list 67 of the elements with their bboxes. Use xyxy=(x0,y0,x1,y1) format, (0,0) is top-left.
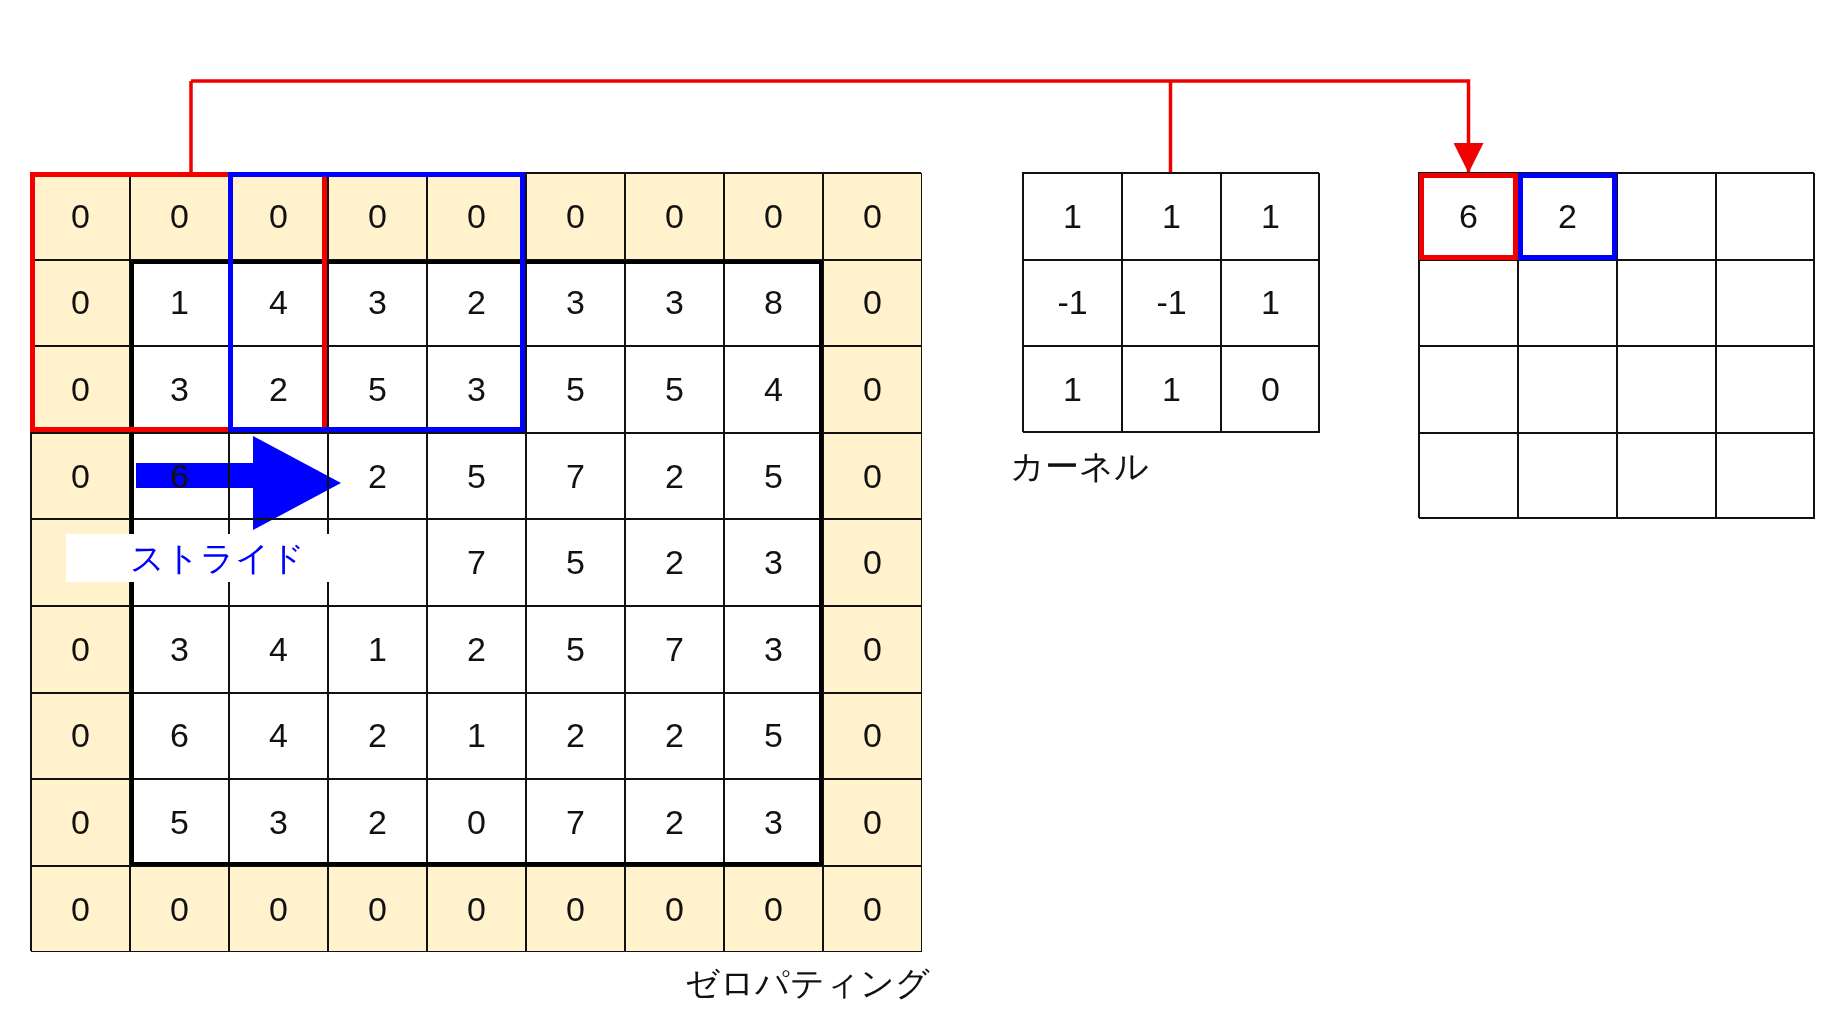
grid-cell: -1 xyxy=(1023,259,1122,347)
grid-cell: 1 xyxy=(328,606,427,693)
grid-cell: 0 xyxy=(823,432,922,520)
grid-cell: 0 xyxy=(823,173,922,260)
grid-cell: 0 xyxy=(1221,346,1320,433)
grid-cell: 1 xyxy=(1122,346,1221,433)
grid-cell: 5 xyxy=(328,346,427,433)
grid-cell: 2 xyxy=(328,692,427,780)
grid-cell: 0 xyxy=(31,346,130,433)
grid-cell: 5 xyxy=(526,346,625,433)
grid-cell: 4 xyxy=(229,692,328,780)
node-label: カーネル xyxy=(1010,445,1150,487)
grid-cell: 5 xyxy=(625,346,724,433)
grid-cell: 0 xyxy=(823,692,922,780)
grid-cell: 0 xyxy=(328,865,427,953)
grid-cell: 0 xyxy=(823,346,922,433)
grid-cell: 1 xyxy=(1221,259,1320,347)
grid-cell: 5 xyxy=(427,432,526,520)
grid-cell: 1 xyxy=(1023,346,1122,433)
grid-cell: -1 xyxy=(1122,259,1221,347)
grid-cell: 0 xyxy=(31,779,130,866)
output-cell: 6 xyxy=(1419,173,1518,260)
grid-cell: 0 xyxy=(526,173,625,260)
grid-cell: 2 xyxy=(328,432,427,520)
grid-cell: 1 xyxy=(1023,173,1122,260)
grid-cell: 0 xyxy=(229,865,328,953)
grid-cell: 0 xyxy=(130,865,229,953)
grid-cell: 0 xyxy=(427,173,526,260)
grid-cell: 0 xyxy=(823,779,922,866)
grid-cell: 7 xyxy=(526,432,625,520)
grid-cell: 0 xyxy=(31,865,130,953)
grid-cell: 2 xyxy=(625,519,724,606)
grid-cell: 2 xyxy=(526,692,625,780)
grid-cell: 0 xyxy=(823,519,922,606)
grid-cell: 2 xyxy=(229,346,328,433)
grid-cell: 0 xyxy=(625,173,724,260)
grid-cell: 0 xyxy=(31,692,130,780)
grid-cell: 2 xyxy=(427,606,526,693)
grid-cell: 2 xyxy=(625,432,724,520)
input-matrix xyxy=(30,172,921,952)
grid-cell: 0 xyxy=(724,865,823,953)
block-arrow xyxy=(136,436,341,530)
output-cell: 2 xyxy=(1518,173,1617,260)
grid-cell: 0 xyxy=(31,432,130,520)
connector-arrow xyxy=(189,79,1484,175)
stride-label: ストライド xyxy=(66,534,329,582)
grid-cell: 1 xyxy=(1122,173,1221,260)
grid-cell: 0 xyxy=(724,173,823,260)
grid-cell: 0 xyxy=(526,865,625,953)
node-label: ゼロパティング xyxy=(684,963,930,1005)
grid-cell: 0 xyxy=(823,259,922,347)
grid-cell: 5 xyxy=(526,519,625,606)
grid-cell: 0 xyxy=(823,865,922,953)
grid-cell: 0 xyxy=(427,865,526,953)
grid-cell: 1 xyxy=(1221,173,1320,260)
kernel-matrix xyxy=(1022,172,1319,432)
grid-cell: 3 xyxy=(427,346,526,433)
grid-cell: 2 xyxy=(625,692,724,780)
grid-cell: 0 xyxy=(625,865,724,953)
grid-cell: 4 xyxy=(229,606,328,693)
output-matrix xyxy=(1418,172,1814,519)
grid-cell: 7 xyxy=(625,606,724,693)
grid-cell: 7 xyxy=(427,519,526,606)
grid-cell: 5 xyxy=(526,606,625,693)
grid-cell: 0 xyxy=(823,606,922,693)
grid-cell: 1 xyxy=(427,692,526,780)
grid-cell: 0 xyxy=(31,606,130,693)
